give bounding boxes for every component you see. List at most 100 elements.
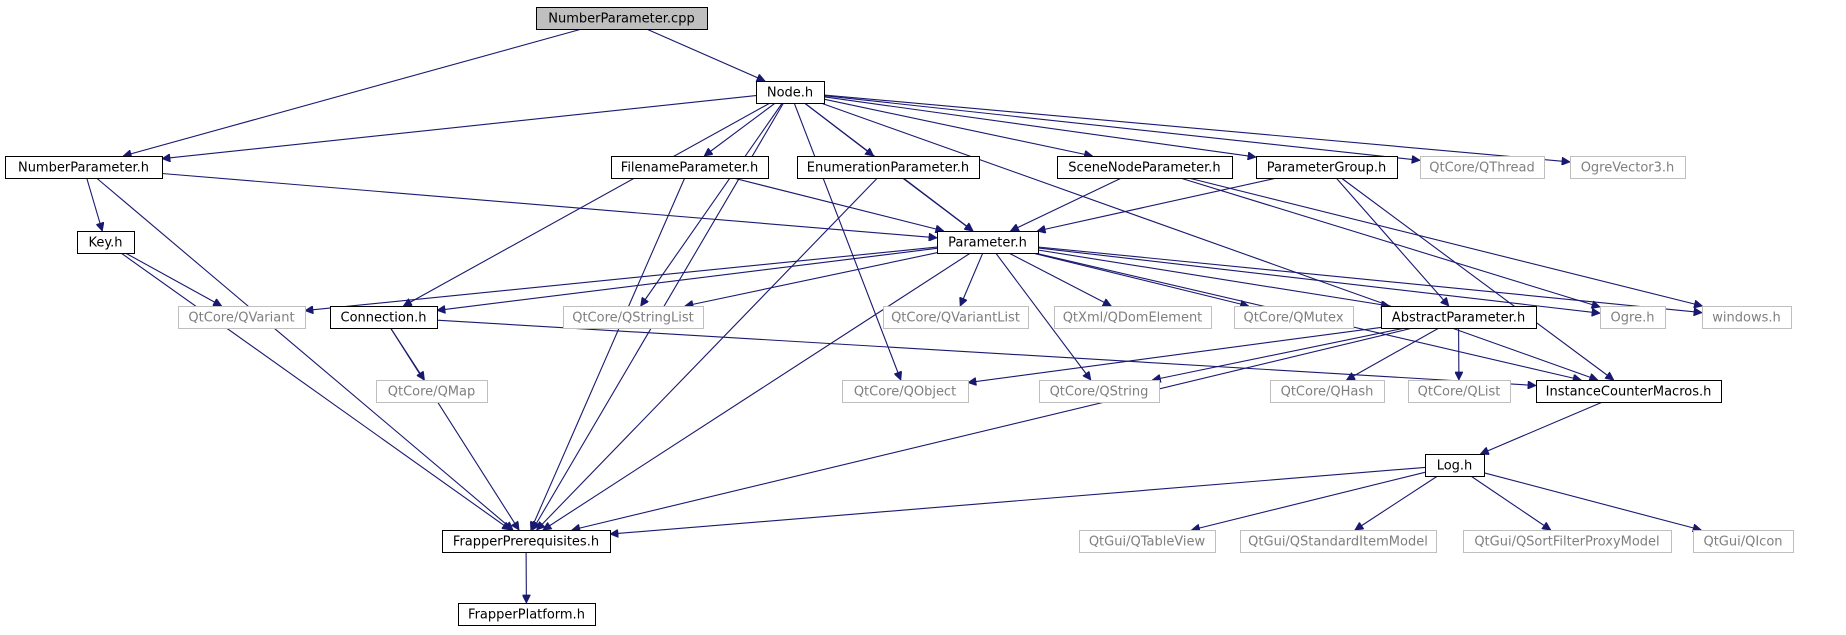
node-enumerationparameter_h[interactable]: EnumerationParameter.h [797,156,980,179]
edge-key_h-to-frapperprerequisites_h [120,252,511,530]
node-qvariant: QtCore/QVariant [178,306,306,329]
node-qmutex: QtCore/QMutex [1234,306,1354,329]
node-windows_h: windows.h [1702,306,1792,329]
node-label-ogre_h: Ogre.h [1611,311,1655,326]
edge-connection_h-to-frapperprerequisites_h [390,327,520,530]
node-label-ogrevector3_h: OgreVector3.h [1581,161,1675,176]
node-node_h[interactable]: Node.h [756,81,825,104]
edge-parametergroup_h-to-abstractparameter_h [1335,177,1449,306]
edge-connection_h-to-instancecountermacros_h [436,319,1536,385]
node-box-log_h [1425,454,1485,477]
node-box-instancecountermacros_h [1536,380,1722,403]
node-box-qstring [1039,380,1160,403]
node-label-qdomelement: QtXml/QDomElement [1063,311,1203,326]
edge-parameter_h-to-qmutex [1032,252,1248,306]
node-label-connection_h: Connection.h [341,311,427,326]
edge-key_h-to-qvariant [125,252,221,307]
node-frapperprerequisites_h[interactable]: FrapperPrerequisites.h [442,530,611,553]
node-box-node_h [756,81,825,104]
edge-instancecountermacros_h-to-log_h [1480,401,1603,454]
edge-node_h-to-qstringlist [641,102,783,306]
edge-scenenodeparameter_h-to-ogre_h [1180,177,1600,307]
node-box-qhash [1270,380,1385,403]
node-parametergroup_h[interactable]: ParameterGroup.h [1256,156,1398,179]
edge-numberparameter_cpp-to-numberparameter_h [123,28,582,156]
edge-parameter_h-to-windows_h [1037,246,1702,313]
node-box-qdomelement [1054,306,1212,329]
node-scenenodeparameter_h[interactable]: SceneNodeParameter.h [1057,156,1233,179]
node-box-qtableview [1079,530,1216,553]
node-label-qhash: QtCore/QHash [1281,385,1374,400]
node-instancecountermacros_h[interactable]: InstanceCounterMacros.h [1536,380,1722,403]
node-label-qstandarditemmodel: QtGui/QStandardItemModel [1248,535,1428,550]
node-abstractparameter_h[interactable]: AbstractParameter.h [1381,306,1537,329]
node-label-qsortfilterproxymodel: QtGui/QSortFilterProxyModel [1474,535,1659,550]
node-qsortfilterproxymodel: QtGui/QSortFilterProxyModel [1463,530,1672,553]
edge-parameter_h-to-ogre_h [1037,247,1600,313]
node-qstring: QtCore/QString [1039,380,1160,403]
edge-parametergroup_h-to-instancecountermacros_h [1340,177,1613,380]
edge-parameter_h-to-frapperprerequisites_h [543,252,971,530]
edge-log_h-to-qtableview [1192,471,1426,530]
node-label-key_h: Key.h [88,236,122,251]
node-box-numberparameter_h [5,156,163,179]
node-box-abstractparameter_h [1381,306,1537,329]
node-label-scenenodeparameter_h: SceneNodeParameter.h [1068,161,1220,176]
node-box-qlist [1408,380,1511,403]
node-box-qicon [1693,530,1794,553]
node-box-filenameparameter_h [611,156,769,179]
edge-node_h-to-parametergroup_h [823,96,1256,157]
node-label-qmutex: QtCore/QMutex [1243,311,1343,326]
node-box-numberparameter_cpp [536,7,708,30]
node-label-parameter_h: Parameter.h [948,236,1027,251]
node-box-ogrevector3_h [1570,156,1686,179]
node-qicon: QtGui/QIcon [1693,530,1794,553]
edge-node_h-to-numberparameter_h [162,95,757,159]
edge-log_h-to-frapperprerequisites_h [610,466,1426,534]
node-qdomelement: QtXml/QDomElement [1054,306,1212,329]
node-label-filenameparameter_h: FilenameParameter.h [621,161,758,176]
node-frapperplatform_h[interactable]: FrapperPlatform.h [458,603,596,626]
node-label-qicon: QtGui/QIcon [1703,535,1782,550]
node-label-log_h: Log.h [1437,459,1473,474]
edge-numberparameter_h-to-parameter_h [161,172,937,238]
edge-node_h-to-ogrevector3_h [823,94,1570,162]
edge-abstractparameter_h-to-qhash [1347,327,1440,381]
edge-node_h-to-instancecountermacros_h [820,102,1598,380]
node-qstringlist: QtCore/QStringList [563,306,704,329]
node-qthread: QtCore/QThread [1420,156,1545,179]
edge-node_h-to-qthread [823,95,1420,161]
node-label-qmap: QtCore/QMap [388,385,475,400]
node-parameter_h[interactable]: Parameter.h [937,231,1039,254]
node-qvariantlist: QtCore/QVariantList [883,306,1029,329]
edge-numberparameter_h-to-frapperprerequisites_h [96,177,514,530]
node-box-key_h [77,231,135,254]
node-label-instancecountermacros_h: InstanceCounterMacros.h [1546,385,1712,400]
edge-parameter_h-to-abstractparameter_h [1037,249,1389,306]
node-qstandarditemmodel: QtGui/QStandardItemModel [1240,530,1437,553]
node-filenameparameter_h[interactable]: FilenameParameter.h [611,156,769,179]
node-numberparameter_h[interactable]: NumberParameter.h [5,156,163,179]
edge-parameter_h-to-qvariant [305,246,938,311]
node-qobject: QtCore/QObject [842,380,969,403]
edge-parameter_h-to-qdomelement [1008,252,1111,307]
node-box-qobject [842,380,969,403]
node-qmap: QtCore/QMap [376,380,488,403]
edge-enumerationparameter_h-to-frapperprerequisites_h [537,177,878,530]
node-label-qtableview: QtGui/QTableView [1089,535,1206,550]
node-box-ogre_h [1600,306,1666,329]
node-ogrevector3_h: OgreVector3.h [1570,156,1686,179]
edge-parameter_h-to-connection_h [437,247,938,310]
node-box-scenenodeparameter_h [1057,156,1233,179]
node-log_h[interactable]: Log.h [1425,454,1485,477]
node-connection_h[interactable]: Connection.h [330,306,438,329]
node-box-qstringlist [563,306,704,329]
node-numberparameter_cpp[interactable]: NumberParameter.cpp [536,7,708,30]
node-key_h[interactable]: Key.h [77,231,135,254]
node-box-qthread [1420,156,1545,179]
node-box-qstandarditemmodel [1240,530,1437,553]
nodes-layer: NumberParameter.cppNode.hNumberParameter… [5,7,1794,626]
node-box-qmutex [1234,306,1354,329]
edge-log_h-to-qstandarditemmodel [1355,475,1438,530]
